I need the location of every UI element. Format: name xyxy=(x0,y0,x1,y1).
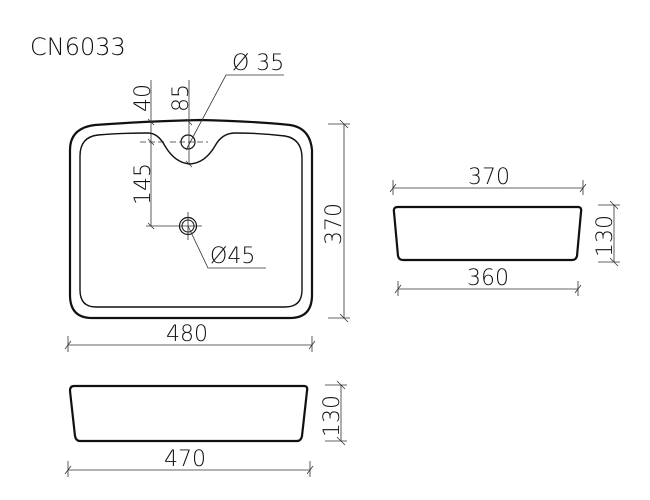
side-bottom-width-label: 360 xyxy=(467,266,509,291)
depth-370-label: 370 xyxy=(322,203,347,245)
front-view-outline xyxy=(68,384,309,443)
side-view-outline xyxy=(392,205,583,262)
top-view: 40 85 145 Ø 35 Ø45 480 370 xyxy=(64,51,350,352)
tap-offset-label: 40 xyxy=(131,84,156,112)
drain-diameter-label: Ø45 xyxy=(210,244,255,269)
drain-offset-label: 145 xyxy=(131,163,156,205)
basin-inner-outline xyxy=(79,132,303,308)
side-height-label: 130 xyxy=(593,215,618,257)
front-height-label: 130 xyxy=(320,395,345,437)
front-width-label: 470 xyxy=(164,447,206,472)
tap-center-label: 85 xyxy=(169,84,194,112)
basin-outer-outline xyxy=(68,118,314,320)
side-top-width-label: 370 xyxy=(468,165,510,190)
side-view: 370 360 130 xyxy=(389,165,620,296)
model-title: CN6033 xyxy=(30,33,126,61)
tap-diameter-label: Ø 35 xyxy=(232,51,284,76)
front-view: 470 130 xyxy=(64,380,347,477)
width-480-label: 480 xyxy=(166,322,208,347)
